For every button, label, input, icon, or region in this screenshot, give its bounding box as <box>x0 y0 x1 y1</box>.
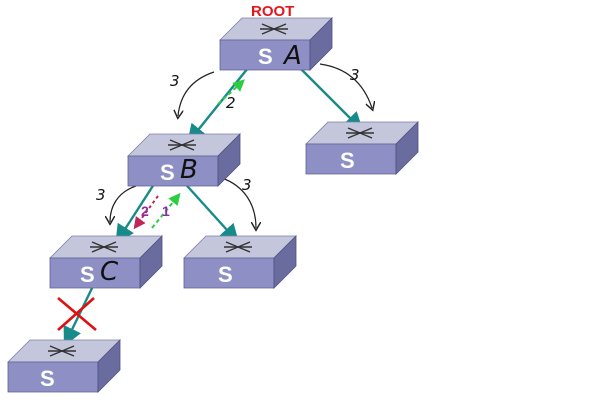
switch-a: S A <box>219 17 333 71</box>
switch-bottom: S <box>7 339 121 393</box>
step-label-a-right: 3 <box>350 66 360 84</box>
curve-arrow-a-right <box>319 63 372 108</box>
step-label-b-right: 3 <box>242 176 252 194</box>
green-arrow-a-b <box>217 79 245 105</box>
switch-letter: S <box>160 160 175 185</box>
switch-letter: S <box>40 366 55 391</box>
switch-c: S C <box>49 235 163 289</box>
switch-mid: S <box>183 235 297 289</box>
switch-letter: S <box>218 262 233 287</box>
switch-handwritten-label: A <box>282 41 302 71</box>
step-label-b-left: 3 <box>96 186 106 204</box>
step-label-a-left: 3 <box>170 72 180 90</box>
switch-handwritten-label: C <box>100 257 119 287</box>
step-label-a-link: 2 <box>226 94 236 112</box>
link-b-mid <box>179 177 240 244</box>
switch-letter: S <box>258 44 273 69</box>
root-label: ROOT <box>251 3 294 20</box>
curve-arrow-b-right <box>221 177 256 228</box>
step-label-b-link-purple: 2 <box>141 203 149 219</box>
switch-handwritten-label: B <box>180 155 198 185</box>
switch-letter: S <box>340 148 355 173</box>
switch-letter: S <box>80 262 95 287</box>
purple-arrow-b-c <box>133 195 159 230</box>
curve-arrow-b-left <box>110 185 137 222</box>
step-label-b-link-green: 1 <box>162 203 170 219</box>
curve-arrow-a-left <box>178 71 215 116</box>
cross-icon <box>57 297 97 331</box>
link-b-c <box>115 177 160 245</box>
link-c-bottom <box>63 283 96 347</box>
switch-b: S B <box>127 133 241 187</box>
link-a-right <box>291 59 364 132</box>
switch-right: S <box>305 121 419 175</box>
